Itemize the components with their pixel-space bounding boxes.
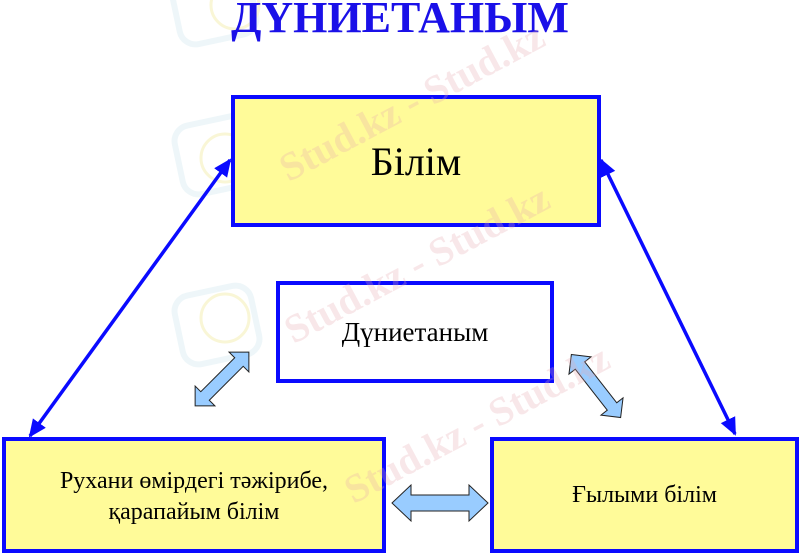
watermark-logo-icon xyxy=(168,0,261,48)
page-title: ДҮНИЕТАНЫМ xyxy=(231,0,569,42)
box-dunietanym-label: Дүниетаным xyxy=(341,316,489,347)
box-bilim: Білім xyxy=(231,95,601,227)
box-ruhani-label-line1: Рухани өмірдегі тәжірибе, xyxy=(59,468,329,494)
box-gylymi-label: Ғылыми білім xyxy=(572,481,717,508)
watermark-logo-icon xyxy=(171,282,263,368)
box-ruhani-tazhiribe: Рухани өмірдегі тәжірибе, қарапайым білі… xyxy=(2,437,386,553)
connector-bilim-gylymi xyxy=(599,158,737,436)
box-bilim-label: Білім xyxy=(370,138,462,184)
box-ruhani-label-line2: қарапайым білім xyxy=(108,499,280,525)
box-dunietanym: Дүниетаным xyxy=(276,281,554,383)
box-gylymi-bilim: Ғылыми білім xyxy=(490,437,799,553)
connector-bilim-ruhani xyxy=(28,158,232,438)
